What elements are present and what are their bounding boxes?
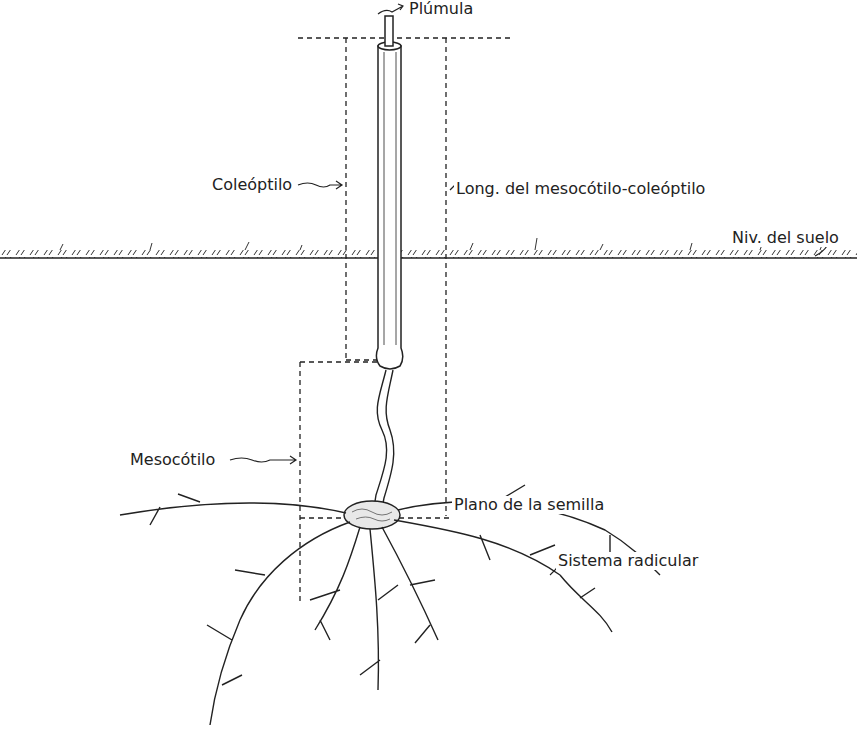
part-label: Mesocótilo xyxy=(128,451,217,469)
part-label: Coleóptilo xyxy=(210,176,294,194)
part-label: Sistema radicular xyxy=(556,552,700,570)
ground-label: Niv. del suelo xyxy=(730,229,841,247)
part-label: Plúmula xyxy=(407,0,475,18)
plane-label: Plano de la semilla xyxy=(452,496,606,514)
dimension-label: Long. del mesocótilo-coleóptilo xyxy=(454,180,707,198)
